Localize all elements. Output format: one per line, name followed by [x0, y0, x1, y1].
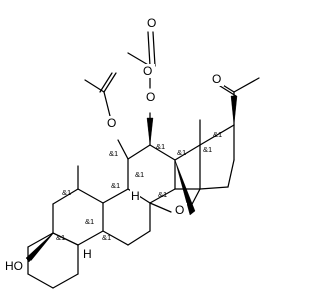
bond [102, 188, 129, 204]
stereo-label: &1 [213, 130, 222, 139]
atom-o-acetate-left: O [143, 64, 152, 78]
bond [149, 188, 176, 204]
stereo-label: &1 [177, 148, 186, 157]
bond [152, 31, 156, 67]
bond [174, 144, 201, 161]
stereo-label: &1 [158, 190, 167, 199]
bond [84, 79, 105, 93]
bond [227, 159, 235, 188]
stereo-label: &1 [135, 170, 144, 179]
bond [52, 188, 79, 205]
wedge-bond [230, 95, 238, 126]
bond [127, 144, 151, 160]
atom-o-epoxide: O [175, 203, 184, 217]
wedge-bond [25, 232, 54, 263]
stereo-label: &1 [56, 233, 65, 242]
atom-hydroxyl: HO [5, 259, 23, 273]
bond [102, 230, 129, 246]
bond [127, 52, 151, 67]
stereo-label: &1 [156, 142, 165, 151]
bond [199, 186, 229, 190]
stereo-label: &1 [109, 149, 118, 158]
bond [199, 124, 235, 146]
atom-h-c5: H [83, 247, 92, 261]
bond [147, 31, 151, 67]
atom-o-ester-upper: O [146, 90, 155, 104]
atom-o-ketone: O [212, 72, 221, 86]
stereo-label: &1 [111, 181, 120, 190]
bond [27, 232, 54, 248]
stereo-label: &1 [203, 145, 212, 154]
bond [149, 202, 172, 213]
bond [117, 139, 129, 160]
wedge-bond [146, 117, 154, 146]
bond [52, 273, 79, 289]
stereo-labels: &1 &1 &1 &1 &1 &1 &1 &1 &1 &1 &1 &1 [56, 130, 222, 242]
bond [52, 232, 79, 246]
bond [219, 85, 237, 97]
stereo-label: &1 [85, 217, 94, 226]
atom-o-acetate-top: O [147, 16, 156, 30]
atom-labels: O O O O O O HO H H [3, 16, 224, 273]
bond [149, 144, 176, 161]
structure-drawing: O O O O O O HO H H &1 &1 &1 &1 &1 &1 [3, 16, 260, 289]
bond [233, 77, 260, 93]
stereo-bonds [25, 95, 238, 263]
bond [77, 188, 104, 204]
stereo-label: &1 [62, 188, 71, 197]
bond [99, 72, 113, 93]
bond [27, 273, 54, 289]
atom-o-ester-left: O [107, 116, 116, 130]
bond [77, 230, 104, 246]
wedge-bond [174, 159, 196, 216]
bond [103, 72, 117, 93]
bond [103, 91, 111, 117]
molecule-diagram: O O O O O O HO H H &1 &1 &1 &1 &1 &1 [3, 16, 260, 289]
bond [127, 230, 151, 246]
stereo-label: &1 [102, 233, 111, 242]
atom-h-c9: H [131, 189, 140, 203]
bond-layer [27, 31, 260, 289]
